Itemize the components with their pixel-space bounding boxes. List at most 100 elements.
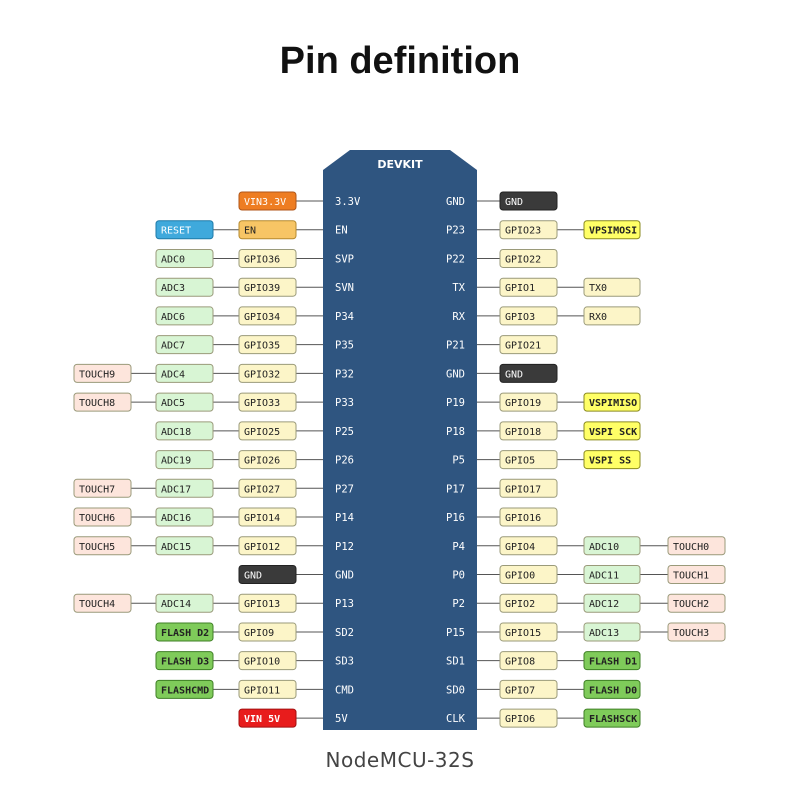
board-name: DEVKIT xyxy=(377,158,423,171)
pin-chip-label: GND xyxy=(505,197,523,208)
pin-chip-label: FLASHSCK xyxy=(589,714,637,725)
pin-chip-box xyxy=(583,277,641,297)
pin-chip-label: ADC4 xyxy=(161,369,185,380)
pin-chip-box xyxy=(238,306,297,326)
pin-chip-box xyxy=(499,708,558,728)
pin-chip-gnd: GND xyxy=(499,191,558,211)
pin-chip-box xyxy=(667,593,726,613)
pin-chip-box xyxy=(238,622,297,642)
pin-chip-label: VPSIMOSI xyxy=(589,226,637,237)
pin-chip-yellow: VSPI SCK xyxy=(583,421,641,441)
pin-chip-gpio: GPIO22 xyxy=(499,248,558,268)
pin-chip-label: GPIO8 xyxy=(505,657,535,668)
pin-chip-gpio: GPIO13 xyxy=(238,593,297,613)
left-board-pin-label: SD3 xyxy=(335,656,354,668)
pin-chip-label: GND xyxy=(505,369,523,380)
pin-chip-box xyxy=(583,421,641,441)
pin-chip-adc: ADC14 xyxy=(155,593,214,613)
pin-chip-gpio: GPIO3 xyxy=(499,306,558,326)
pin-chip-gpio: GPIO21 xyxy=(499,335,558,355)
pin-chip-gpio: GPIO27 xyxy=(238,478,297,498)
pin-chip-label: ADC6 xyxy=(161,312,185,323)
pin-chip-label: ADC7 xyxy=(161,341,185,352)
pin-chip-label: EN xyxy=(244,226,256,237)
pin-chip-touch: TOUCH2 xyxy=(667,593,726,613)
pin-chip-gnd: GND xyxy=(499,363,558,383)
pin-chip-box xyxy=(155,277,214,297)
pin-chip-vin5: VIN 5V xyxy=(238,708,297,728)
pin-chips: VIN3.3VENRESETGPIO36ADC0GPIO39ADC3GPIO34… xyxy=(73,191,726,728)
pin-chip-label: ADC5 xyxy=(161,398,185,409)
right-board-pin-label: TX xyxy=(452,282,465,294)
right-board-pin-label: P5 xyxy=(452,455,465,467)
pin-chip-en: EN xyxy=(238,220,297,240)
left-board-pin-label: SVN xyxy=(335,282,354,294)
pin-chip-box xyxy=(667,622,726,642)
pin-chip-label: FLASHCMD xyxy=(161,685,209,696)
pin-chip-box xyxy=(73,392,132,412)
pin-chip-box xyxy=(238,679,297,699)
pin-chip-gpio: GPIO39 xyxy=(238,277,297,297)
pin-chip-label: ADC15 xyxy=(161,542,191,553)
pin-chip-box xyxy=(238,507,297,527)
pin-chip-gpio: GPIO11 xyxy=(238,679,297,699)
pin-chip-gpio: RX0 xyxy=(583,306,641,326)
pin-chip-flash: FLASH D2 xyxy=(155,622,214,642)
pin-chip-box xyxy=(499,450,558,470)
pin-chip-box xyxy=(73,363,132,383)
right-board-pin-label: P19 xyxy=(446,397,465,409)
right-board-pin-label: P22 xyxy=(446,253,465,265)
pin-chip-label: GND xyxy=(244,570,262,581)
pin-chip-box xyxy=(499,220,558,240)
pin-chip-box xyxy=(238,478,297,498)
pin-chip-box xyxy=(238,450,297,470)
pin-chip-gpio: GPIO18 xyxy=(499,421,558,441)
left-board-pin-label: 3.3V xyxy=(335,196,361,208)
pin-chip-touch: TOUCH6 xyxy=(73,507,132,527)
pin-chip-label: GPIO27 xyxy=(244,484,280,495)
pin-chip-label: GPIO2 xyxy=(505,599,535,610)
pin-chip-label: TOUCH8 xyxy=(79,398,115,409)
left-board-pin-label: P13 xyxy=(335,598,354,610)
pin-chip-label: GPIO39 xyxy=(244,283,280,294)
pin-chip-label: GPIO34 xyxy=(244,312,280,323)
pin-chip-gpio: GPIO10 xyxy=(238,651,297,671)
pin-chip-box xyxy=(499,191,558,211)
right-board-pin-label: P4 xyxy=(452,541,465,553)
pin-chip-box xyxy=(583,220,641,240)
right-board-pin-label: RX xyxy=(452,311,465,323)
pin-chip-gpio: GPIO33 xyxy=(238,392,297,412)
pin-chip-label: GPIO13 xyxy=(244,599,280,610)
left-board-pin-label: P34 xyxy=(335,311,354,323)
pin-chip-gpio: GPIO19 xyxy=(499,392,558,412)
pin-chip-label: VIN3.3V xyxy=(244,197,286,208)
pin-chip-box xyxy=(499,421,558,441)
left-board-pin-label: EN xyxy=(335,225,348,237)
right-board-pin-label: P15 xyxy=(446,627,465,639)
right-board-pin-label: CLK xyxy=(446,713,466,725)
pin-chip-label: ADC17 xyxy=(161,484,191,495)
pin-chip-label: TOUCH7 xyxy=(79,484,115,495)
pin-chip-touch: TOUCH3 xyxy=(667,622,726,642)
pin-chip-box xyxy=(155,363,214,383)
pin-chip-box xyxy=(499,564,558,584)
pin-chip-box xyxy=(238,191,297,211)
pin-chip-label: TOUCH4 xyxy=(79,599,115,610)
pin-chip-box xyxy=(238,248,297,268)
pin-chip-box xyxy=(583,622,641,642)
pin-chip-reset: RESET xyxy=(155,220,214,240)
pin-chip-gpio: GPIO26 xyxy=(238,450,297,470)
left-board-pin-label: P25 xyxy=(335,426,354,438)
pin-chip-touch: TOUCH8 xyxy=(73,392,132,412)
pin-chip-box xyxy=(499,536,558,556)
pin-chip-label: ADC3 xyxy=(161,283,185,294)
pin-chip-adc: ADC19 xyxy=(155,450,214,470)
pin-chip-box xyxy=(583,564,641,584)
pin-chip-adc: ADC11 xyxy=(583,564,641,584)
left-board-pin-label: P35 xyxy=(335,340,354,352)
pin-chip-box xyxy=(155,306,214,326)
pin-chip-label: TOUCH6 xyxy=(79,513,115,524)
pin-chip-box xyxy=(499,679,558,699)
pin-chip-label: TOUCH3 xyxy=(673,628,709,639)
